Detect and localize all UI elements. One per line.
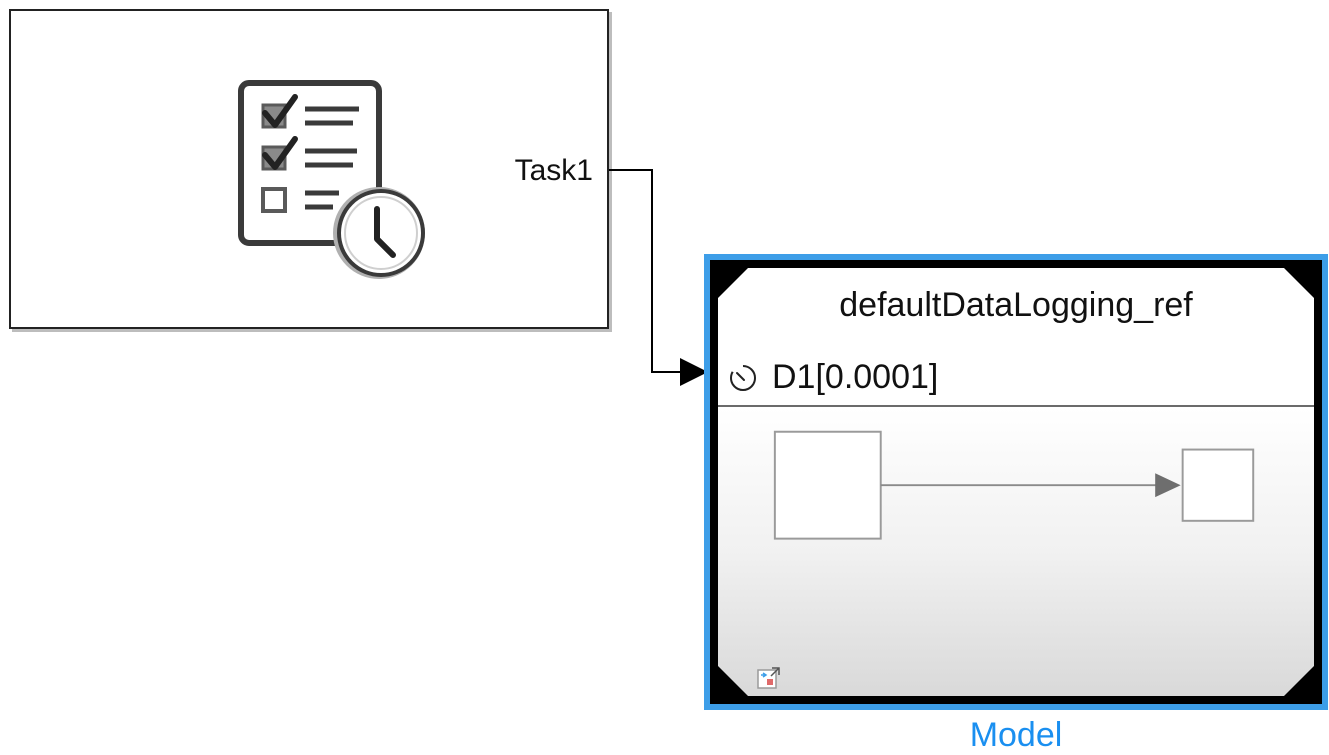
model-thumbnail-preview xyxy=(773,430,1255,540)
model-block-header: defaultDataLogging_ref D1[0.0001] xyxy=(718,268,1314,407)
corner-bottom-right xyxy=(1284,666,1314,696)
thumbnail-source-block xyxy=(773,430,882,540)
model-reference-block[interactable]: defaultDataLogging_ref D1[0.0001] xyxy=(704,254,1328,710)
thumbnail-sink-block xyxy=(1181,448,1255,522)
model-block-frame[interactable]: defaultDataLogging_ref D1[0.0001] xyxy=(710,260,1322,704)
task1-port-label: Task1 xyxy=(514,154,593,187)
clock-icon xyxy=(730,363,756,391)
sample-rate-row: D1[0.0001] xyxy=(728,358,938,397)
corner-top-right xyxy=(1284,268,1314,298)
model-block-caption[interactable]: Model xyxy=(969,716,1063,754)
referenced-model-name: defaultDataLogging_ref xyxy=(839,286,1193,324)
task-schedule-icon xyxy=(238,80,425,279)
model-reference-icon[interactable] xyxy=(756,664,782,690)
model-thumbnail xyxy=(718,407,1314,696)
corner-top-left xyxy=(718,268,748,298)
task-scheduler-block[interactable]: Task1 xyxy=(9,9,609,329)
sample-rate-label: D1[0.0001] xyxy=(772,358,939,396)
corner-bottom-left xyxy=(718,666,748,696)
